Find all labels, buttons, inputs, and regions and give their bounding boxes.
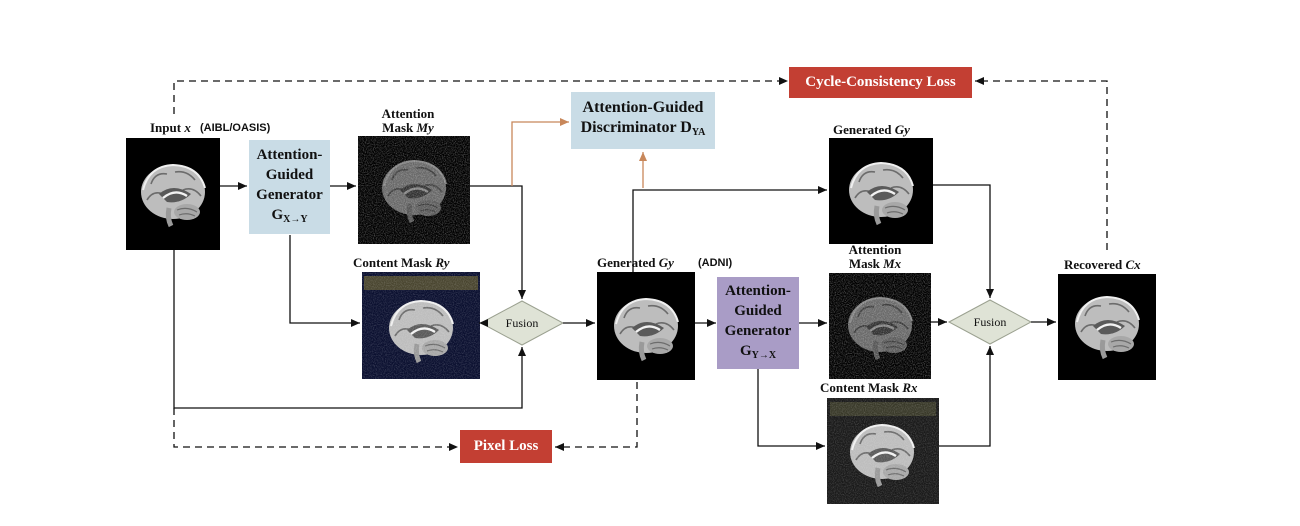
generated-gy-mid-image: [597, 272, 695, 380]
discriminator-connectors: [511, 118, 647, 188]
input-label-text: Input: [150, 120, 182, 135]
attention-guided-discriminator: Attention-Guided Discriminator DYA: [571, 92, 715, 149]
loss-connectors: [173, 77, 1108, 451]
content-mask-ry-image: [362, 272, 480, 379]
input-image: [126, 138, 220, 250]
attention-mask-my-image: [358, 136, 470, 244]
recovered-cx-image: [1058, 274, 1156, 380]
generator-x-to-y: Attention- Guided Generator GX→Y: [249, 140, 330, 234]
fusion-1-label: Fusion: [505, 316, 539, 330]
input-label: Input x: [150, 121, 191, 135]
generator-yx-line1: Attention-: [725, 282, 791, 299]
generator-xy-line1: Attention-: [256, 146, 323, 163]
content-mask-rx-label: Content Mask Rx: [820, 380, 918, 395]
discriminator-line2: Discriminator DYA: [580, 119, 706, 138]
cycle-consistency-loss: Cycle-Consistency Loss: [789, 67, 972, 98]
fusion-2-label: Fusion: [973, 315, 1007, 329]
pixel-loss: Pixel Loss: [460, 430, 552, 463]
attention-mask-my-line1: Attention: [381, 106, 435, 121]
attention-mask-my-label: Attention Mask My: [368, 107, 448, 135]
generated-gy-mid-label: Generated Gy: [597, 255, 674, 270]
generator-xy-line2: Guided: [265, 166, 314, 183]
content-mask-rx-image: [827, 398, 939, 504]
input-var: x: [184, 120, 191, 135]
attention-mask-my-line2: Mask My: [382, 120, 434, 135]
solid-connectors: [173, 182, 1056, 450]
generator-xy-line3: Generator: [256, 186, 323, 203]
input-dataset-tag: (AIBL/OASIS): [200, 122, 271, 134]
discriminator-line1: Attention-Guided: [582, 99, 704, 116]
generated-dataset-tag: (ADNI): [698, 257, 733, 269]
attention-mask-mx-image: [829, 273, 931, 379]
generated-gy-top-image: [829, 138, 933, 244]
attention-mask-mx-line2: Mask Mx: [848, 256, 902, 271]
generator-xy-symbol: GX→Y: [271, 206, 308, 225]
generated-gy-top-label: Generated Gy: [833, 122, 910, 137]
attention-mask-mx-line1: Attention: [848, 242, 902, 257]
generator-yx-line3: Generator: [724, 322, 792, 339]
content-mask-ry-label: Content Mask Ry: [353, 255, 450, 270]
generator-y-to-x: Attention- Guided Generator GY→X: [717, 277, 799, 369]
generator-yx-line2: Guided: [734, 302, 782, 319]
recovered-cx-label: Recovered Cx: [1064, 257, 1141, 272]
generator-yx-symbol: GY→X: [739, 342, 777, 361]
attention-mask-mx-label: Attention Mask Mx: [835, 243, 915, 271]
